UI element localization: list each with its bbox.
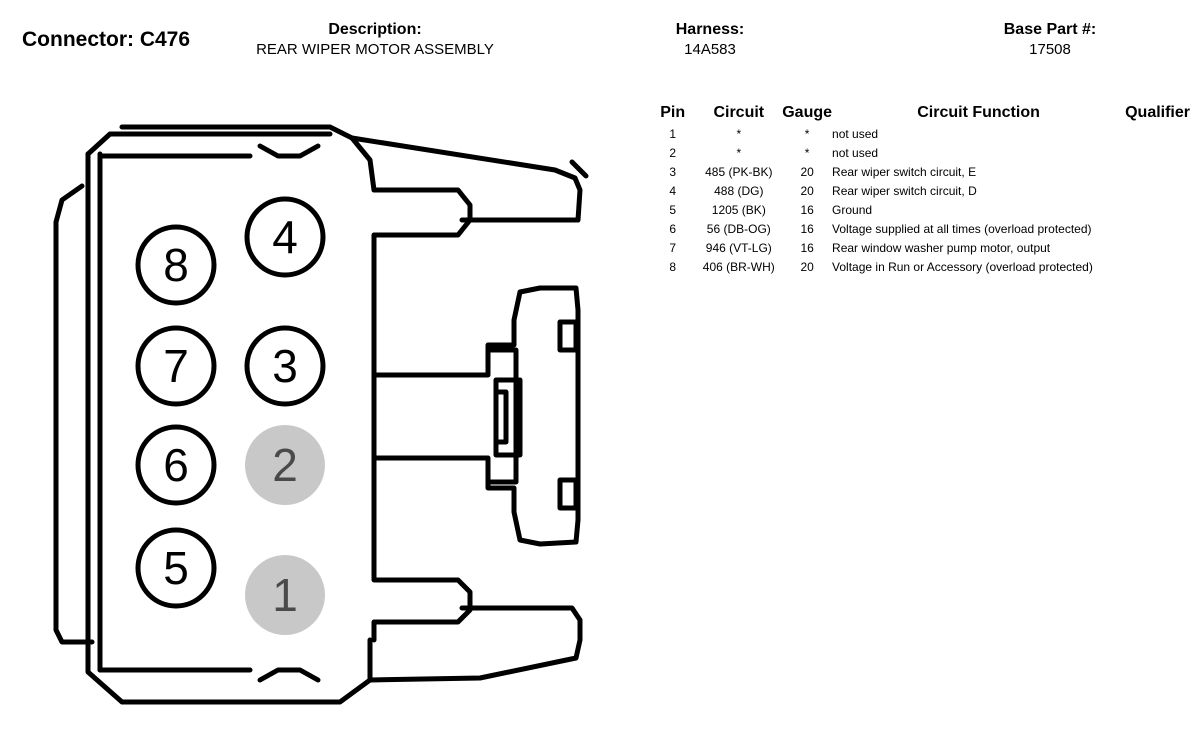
pin-cavity-outline (135, 527, 217, 609)
column-header-circuit: Circuit (713, 104, 765, 121)
cell-qualifier (1125, 257, 1190, 276)
table-row: 8 406 (BR-WH) 20 Voltage in Run or Acces… (650, 257, 1190, 276)
pin-label: 5 (163, 542, 189, 594)
cell-qualifier (1125, 124, 1190, 143)
connector-housing (53, 124, 589, 705)
cell-circuit: * (736, 145, 742, 160)
column-header-qualifier: Qualifier (1125, 104, 1190, 121)
cell-circuit: 488 (DG) (714, 183, 764, 198)
cell-pin: 8 (669, 259, 677, 274)
harness-value: 14A583 (684, 41, 736, 58)
base-part-block: Base Part #: 17508 (960, 20, 1140, 61)
cell-function: not used (832, 126, 879, 141)
table-row: 2 * * not used (650, 143, 1190, 162)
description-value: REAR WIPER MOTOR ASSEMBLY (256, 41, 494, 58)
pin-cavity-1: 1 (245, 555, 325, 635)
cell-function: not used (832, 145, 879, 160)
cell-circuit: 1205 (BK) (711, 202, 766, 217)
cell-qualifier (1125, 219, 1190, 238)
pin-cavity-unused (245, 425, 325, 505)
cell-gauge: 20 (800, 164, 814, 179)
cell-pin: 4 (669, 183, 677, 198)
column-header-pin: Pin (660, 104, 686, 121)
cell-qualifier (1125, 181, 1190, 200)
cell-gauge: 16 (800, 202, 814, 217)
cell-gauge: 16 (800, 221, 814, 236)
cell-function: Voltage supplied at all times (overload … (832, 221, 1092, 236)
pin-label: 6 (163, 439, 189, 491)
column-header-function: Circuit Function (917, 104, 1040, 121)
cell-gauge: * (804, 145, 810, 160)
pin-cavity-unused (245, 555, 325, 635)
table-header-row: Pin Circuit Gauge Circuit Function Quali… (650, 102, 1190, 124)
cell-qualifier (1125, 143, 1190, 162)
cell-circuit: * (736, 126, 742, 141)
table-row: 4 488 (DG) 20 Rear wiper switch circuit,… (650, 181, 1190, 200)
table-row: 6 56 (DB-OG) 16 Voltage supplied at all … (650, 219, 1190, 238)
cell-gauge: 20 (800, 259, 814, 274)
cell-circuit: 406 (BR-WH) (702, 259, 775, 274)
description-block: Description: REAR WIPER MOTOR ASSEMBLY (230, 20, 520, 61)
pin-label: 1 (272, 569, 298, 621)
pin-cavity-outline (135, 424, 217, 506)
cell-pin: 5 (669, 202, 677, 217)
cell-pin: 6 (669, 221, 677, 236)
cell-function: Rear wiper switch circuit, D (832, 183, 977, 198)
pin-label: 4 (272, 211, 298, 263)
cell-function: Voltage in Run or Accessory (overload pr… (832, 259, 1093, 274)
cell-gauge: 20 (800, 183, 814, 198)
cell-circuit: 485 (PK-BK) (705, 164, 773, 179)
description-label: Description: (328, 21, 422, 38)
table-row: 5 1205 (BK) 16 Ground (650, 200, 1190, 219)
table-row: 1 * * not used (650, 124, 1190, 143)
pin-cavity-outline (135, 224, 217, 306)
column-header-gauge: Gauge (782, 104, 833, 121)
cell-function: Ground (832, 202, 873, 217)
table-row: 7 946 (VT-LG) 16 Rear window washer pump… (650, 238, 1190, 257)
cell-pin: 3 (669, 164, 677, 179)
cell-function: Rear window washer pump motor, output (832, 240, 1051, 255)
base-part-value: 17508 (1029, 41, 1071, 58)
pin-cavity-4: 4 (244, 196, 326, 278)
pin-label: 2 (272, 439, 298, 491)
pin-cavity-outline (244, 196, 326, 278)
pin-table: Pin Circuit Gauge Circuit Function Quali… (650, 102, 1190, 276)
cell-qualifier (1125, 238, 1190, 257)
cell-pin: 2 (669, 145, 677, 160)
harness-label: Harness: (675, 21, 745, 38)
connector-face-diagram: 8 4 7 3 6 2 5 1 (53, 124, 589, 705)
cell-pin: 1 (669, 126, 677, 141)
cell-qualifier (1125, 162, 1190, 181)
pin-cavity-5: 5 (135, 527, 217, 609)
pin-cavity-7: 7 (135, 325, 217, 407)
cell-function: Rear wiper switch circuit, E (832, 164, 977, 179)
pin-cavity-6: 6 (135, 424, 217, 506)
cell-circuit: 56 (DB-OG) (706, 221, 771, 236)
cell-qualifier (1125, 200, 1190, 219)
pin-label: 8 (163, 239, 189, 291)
table-row: 3 485 (PK-BK) 20 Rear wiper switch circu… (650, 162, 1190, 181)
pin-cavity-3: 3 (244, 325, 326, 407)
pin-cavity-2: 2 (245, 425, 325, 505)
connector-title: Connector: C476 (22, 28, 191, 51)
pin-label: 7 (163, 340, 189, 392)
base-part-label: Base Part #: (1003, 21, 1097, 38)
cell-gauge: * (804, 126, 810, 141)
pin-cavities: 8 4 7 3 6 2 5 1 (135, 196, 326, 635)
cell-pin: 7 (669, 240, 677, 255)
pin-cavity-8: 8 (135, 224, 217, 306)
cell-circuit: 946 (VT-LG) (705, 240, 772, 255)
harness-block: Harness: 14A583 (650, 20, 770, 61)
cell-gauge: 16 (800, 240, 814, 255)
pin-cavity-outline (244, 325, 326, 407)
pin-cavity-outline (135, 325, 217, 407)
pin-label: 3 (272, 340, 298, 392)
